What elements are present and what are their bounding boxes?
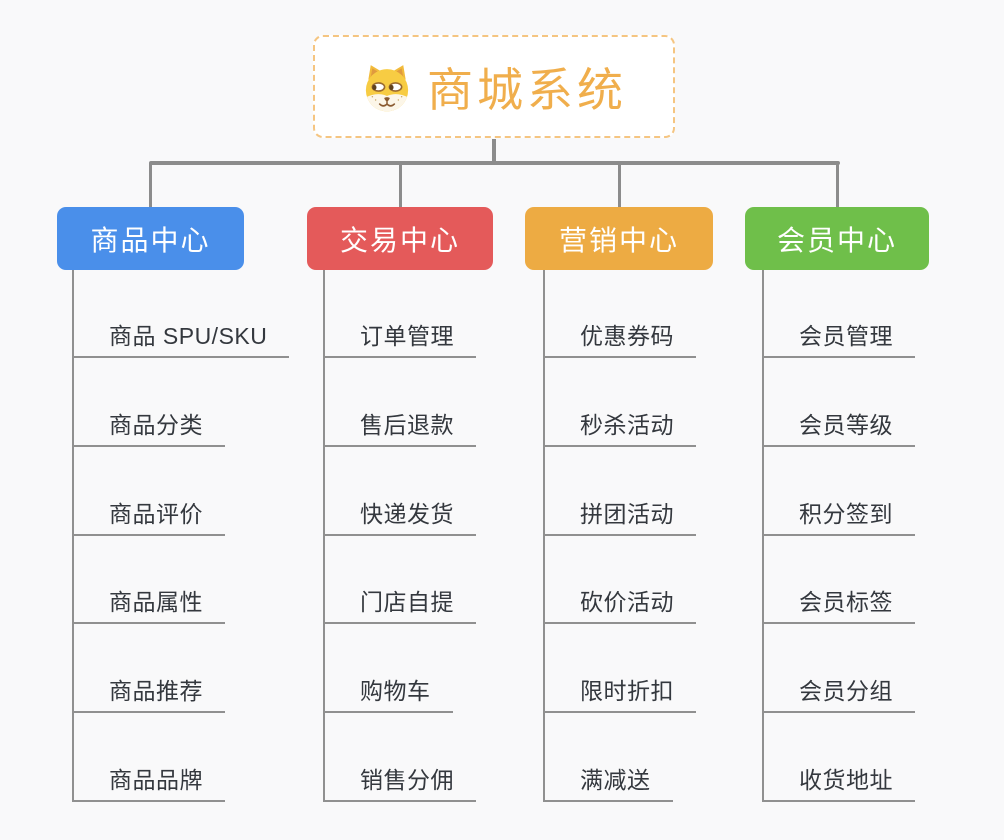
child-label: 商品属性 [109, 589, 203, 615]
child-node[interactable]: 会员管理 [764, 318, 915, 358]
child-label: 满减送 [580, 767, 651, 793]
child-label: 订单管理 [360, 323, 454, 349]
child-node[interactable]: 商品属性 [74, 584, 225, 624]
child-label: 限时折扣 [580, 678, 674, 704]
branch-label: 交易中心 [339, 224, 460, 256]
child-label: 商品分类 [109, 412, 203, 438]
child-node[interactable]: 砍价活动 [545, 584, 696, 624]
connector-branch-drop [835, 163, 839, 207]
child-label: 销售分佣 [360, 767, 454, 793]
branch-label: 商品中心 [90, 224, 211, 256]
child-node[interactable]: 秒杀活动 [545, 407, 696, 447]
branch-node[interactable]: 会员中心 [745, 207, 929, 270]
root-node[interactable]: 商城系统 [313, 35, 675, 138]
branch-node[interactable]: 营销中心 [525, 207, 713, 270]
child-label: 商品推荐 [109, 678, 203, 704]
connector-branch-drop [148, 163, 152, 207]
child-node[interactable]: 会员分组 [764, 673, 915, 713]
child-label: 门店自提 [360, 589, 454, 615]
child-node[interactable]: 购物车 [325, 673, 453, 713]
branch-children: 订单管理 售后退款 快递发货 门店自提 购物车 销售分佣 [323, 270, 573, 802]
child-label: 收货地址 [799, 767, 893, 793]
child-label: 会员管理 [799, 323, 893, 349]
child-node[interactable]: 门店自提 [325, 584, 476, 624]
connector-root-stub [492, 139, 496, 162]
child-node[interactable]: 会员标签 [764, 584, 915, 624]
child-label: 售后退款 [360, 412, 454, 438]
branch-node[interactable]: 交易中心 [307, 207, 493, 270]
child-label: 秒杀活动 [580, 412, 674, 438]
child-node[interactable]: 拼团活动 [545, 496, 696, 536]
child-label: 会员标签 [799, 589, 893, 615]
child-node[interactable]: 快递发货 [325, 496, 476, 536]
child-node[interactable]: 商品推荐 [74, 673, 225, 713]
child-node[interactable]: 售后退款 [325, 407, 476, 447]
child-node[interactable]: 商品 SPU/SKU [74, 318, 290, 358]
branch-node[interactable]: 商品中心 [57, 207, 244, 270]
child-label: 商品 SPU/SKU [109, 323, 268, 349]
child-node[interactable]: 商品分类 [74, 407, 225, 447]
branch-children: 会员管理 会员等级 积分签到 会员标签 会员分组 收货地址 [762, 270, 1004, 802]
child-node[interactable]: 销售分佣 [325, 762, 476, 802]
child-node[interactable]: 积分签到 [764, 496, 915, 536]
child-node[interactable]: 会员等级 [764, 407, 915, 447]
connector-branch-drop [398, 163, 402, 207]
connector-branch-drop [617, 163, 621, 207]
child-node[interactable]: 优惠券码 [545, 318, 696, 358]
child-node[interactable]: 商品品牌 [74, 762, 225, 802]
branch-children: 商品 SPU/SKU 商品分类 商品评价 商品属性 商品推荐 商品品牌 [72, 270, 322, 802]
child-label: 快递发货 [360, 501, 454, 527]
child-node[interactable]: 收货地址 [764, 762, 915, 802]
child-node[interactable]: 限时折扣 [545, 673, 696, 713]
child-label: 商品品牌 [109, 767, 203, 793]
child-label: 积分签到 [799, 501, 893, 527]
child-label: 会员等级 [799, 412, 893, 438]
child-label: 拼团活动 [580, 501, 674, 527]
dog-face-icon [365, 64, 409, 111]
root-label: 商城系统 [427, 63, 627, 116]
branch-children: 优惠券码 秒杀活动 拼团活动 砍价活动 限时折扣 满减送 [543, 270, 793, 802]
connector-bus [149, 161, 840, 165]
child-node[interactable]: 满减送 [545, 762, 673, 802]
child-label: 商品评价 [109, 501, 203, 527]
child-label: 会员分组 [799, 678, 893, 704]
child-label: 购物车 [360, 678, 431, 704]
child-label: 砍价活动 [580, 589, 674, 615]
branch-label: 营销中心 [558, 224, 679, 256]
child-node[interactable]: 订单管理 [325, 318, 476, 358]
branch-label: 会员中心 [776, 224, 897, 256]
child-label: 优惠券码 [580, 323, 674, 349]
child-node[interactable]: 商品评价 [74, 496, 225, 536]
